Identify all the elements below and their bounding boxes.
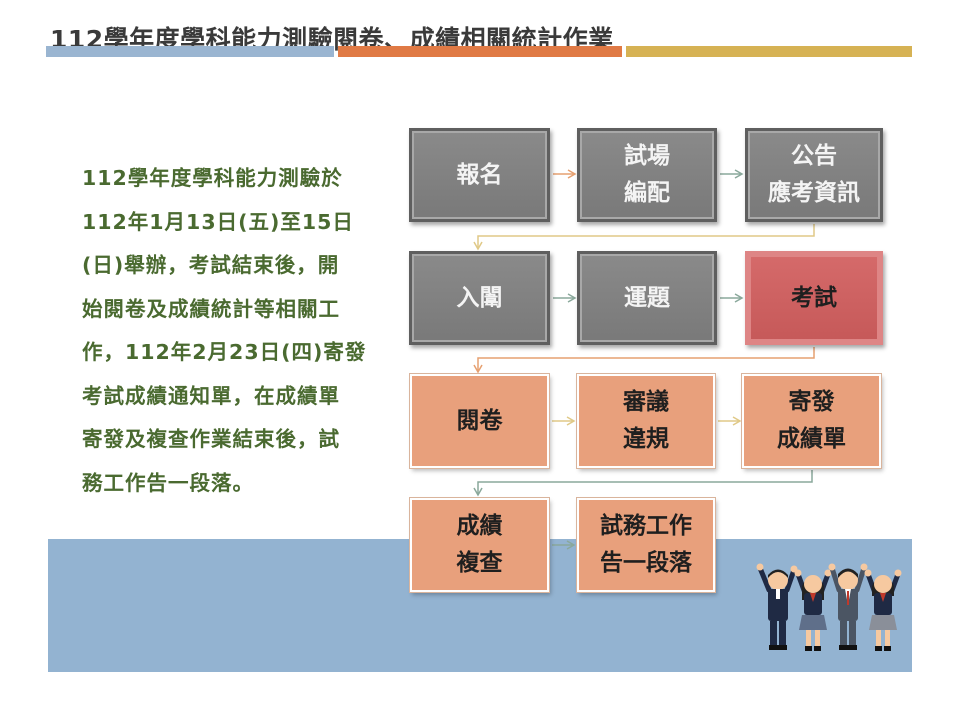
step-label: 應考資訊 <box>768 180 860 206</box>
step-exam: 考試 <box>745 251 883 345</box>
step-label: 寄發 <box>788 389 835 415</box>
intro-line: 務工作告一段落。 <box>82 470 254 495</box>
step-review: 審議 違規 <box>577 374 715 468</box>
intro-text: 112學年度學科能力測驗於 112年1月13日(五)至15日 (日)舉辦，考試結… <box>82 157 384 505</box>
title-underline-orange <box>338 46 622 57</box>
intro-line: (日)舉辦，考試結束後，開 <box>82 253 340 277</box>
step-label: 試務工作 <box>600 513 692 539</box>
intro-line: 始閱卷及成績統計等相關工 <box>82 296 340 321</box>
step-announce: 公告 應考資訊 <box>745 128 883 222</box>
step-label: 試場 <box>624 143 670 169</box>
title-underline-blue <box>46 46 334 57</box>
intro-line: 寄發及複查作業結束後，試 <box>82 427 340 451</box>
arrow-announce-enterhall <box>473 224 815 251</box>
intro-line: 考試成績通知單，在成績單 <box>82 383 340 408</box>
step-recheck: 成績 複查 <box>410 498 549 592</box>
step-label: 運題 <box>624 284 670 311</box>
intro-line: 作，112年2月23日(四)寄發 <box>82 340 367 364</box>
intro-line: 112年1月13日(五)至15日 <box>82 209 354 234</box>
step-room-assign: 試場 編配 <box>577 128 717 222</box>
step-label: 違規 <box>623 426 669 452</box>
step-transport: 運題 <box>577 251 717 345</box>
step-register: 報名 <box>409 128 550 222</box>
step-label: 成績 <box>456 513 503 539</box>
step-send-report: 寄發 成績單 <box>742 374 881 468</box>
step-enter-hall: 入闈 <box>409 251 550 345</box>
cheering-students-icon <box>756 563 902 651</box>
step-label: 閱卷 <box>456 407 503 434</box>
step-label: 成績單 <box>777 426 846 452</box>
title-underline-gold <box>626 46 912 57</box>
arrow-exam-grading <box>473 347 815 374</box>
arrow-send-recheck <box>473 470 813 497</box>
intro-line: 112學年度學科能力測驗於 <box>82 166 343 190</box>
step-label: 入闈 <box>456 284 503 311</box>
step-label: 複查 <box>456 550 503 576</box>
step-label: 公告 <box>791 143 837 169</box>
step-label: 編配 <box>624 180 670 206</box>
step-finish: 試務工作 告一段落 <box>577 498 715 592</box>
step-grading: 閱卷 <box>410 374 549 468</box>
step-label: 告一段落 <box>600 550 692 576</box>
step-label: 考試 <box>791 284 837 311</box>
step-label: 審議 <box>623 389 669 415</box>
step-label: 報名 <box>456 161 503 188</box>
